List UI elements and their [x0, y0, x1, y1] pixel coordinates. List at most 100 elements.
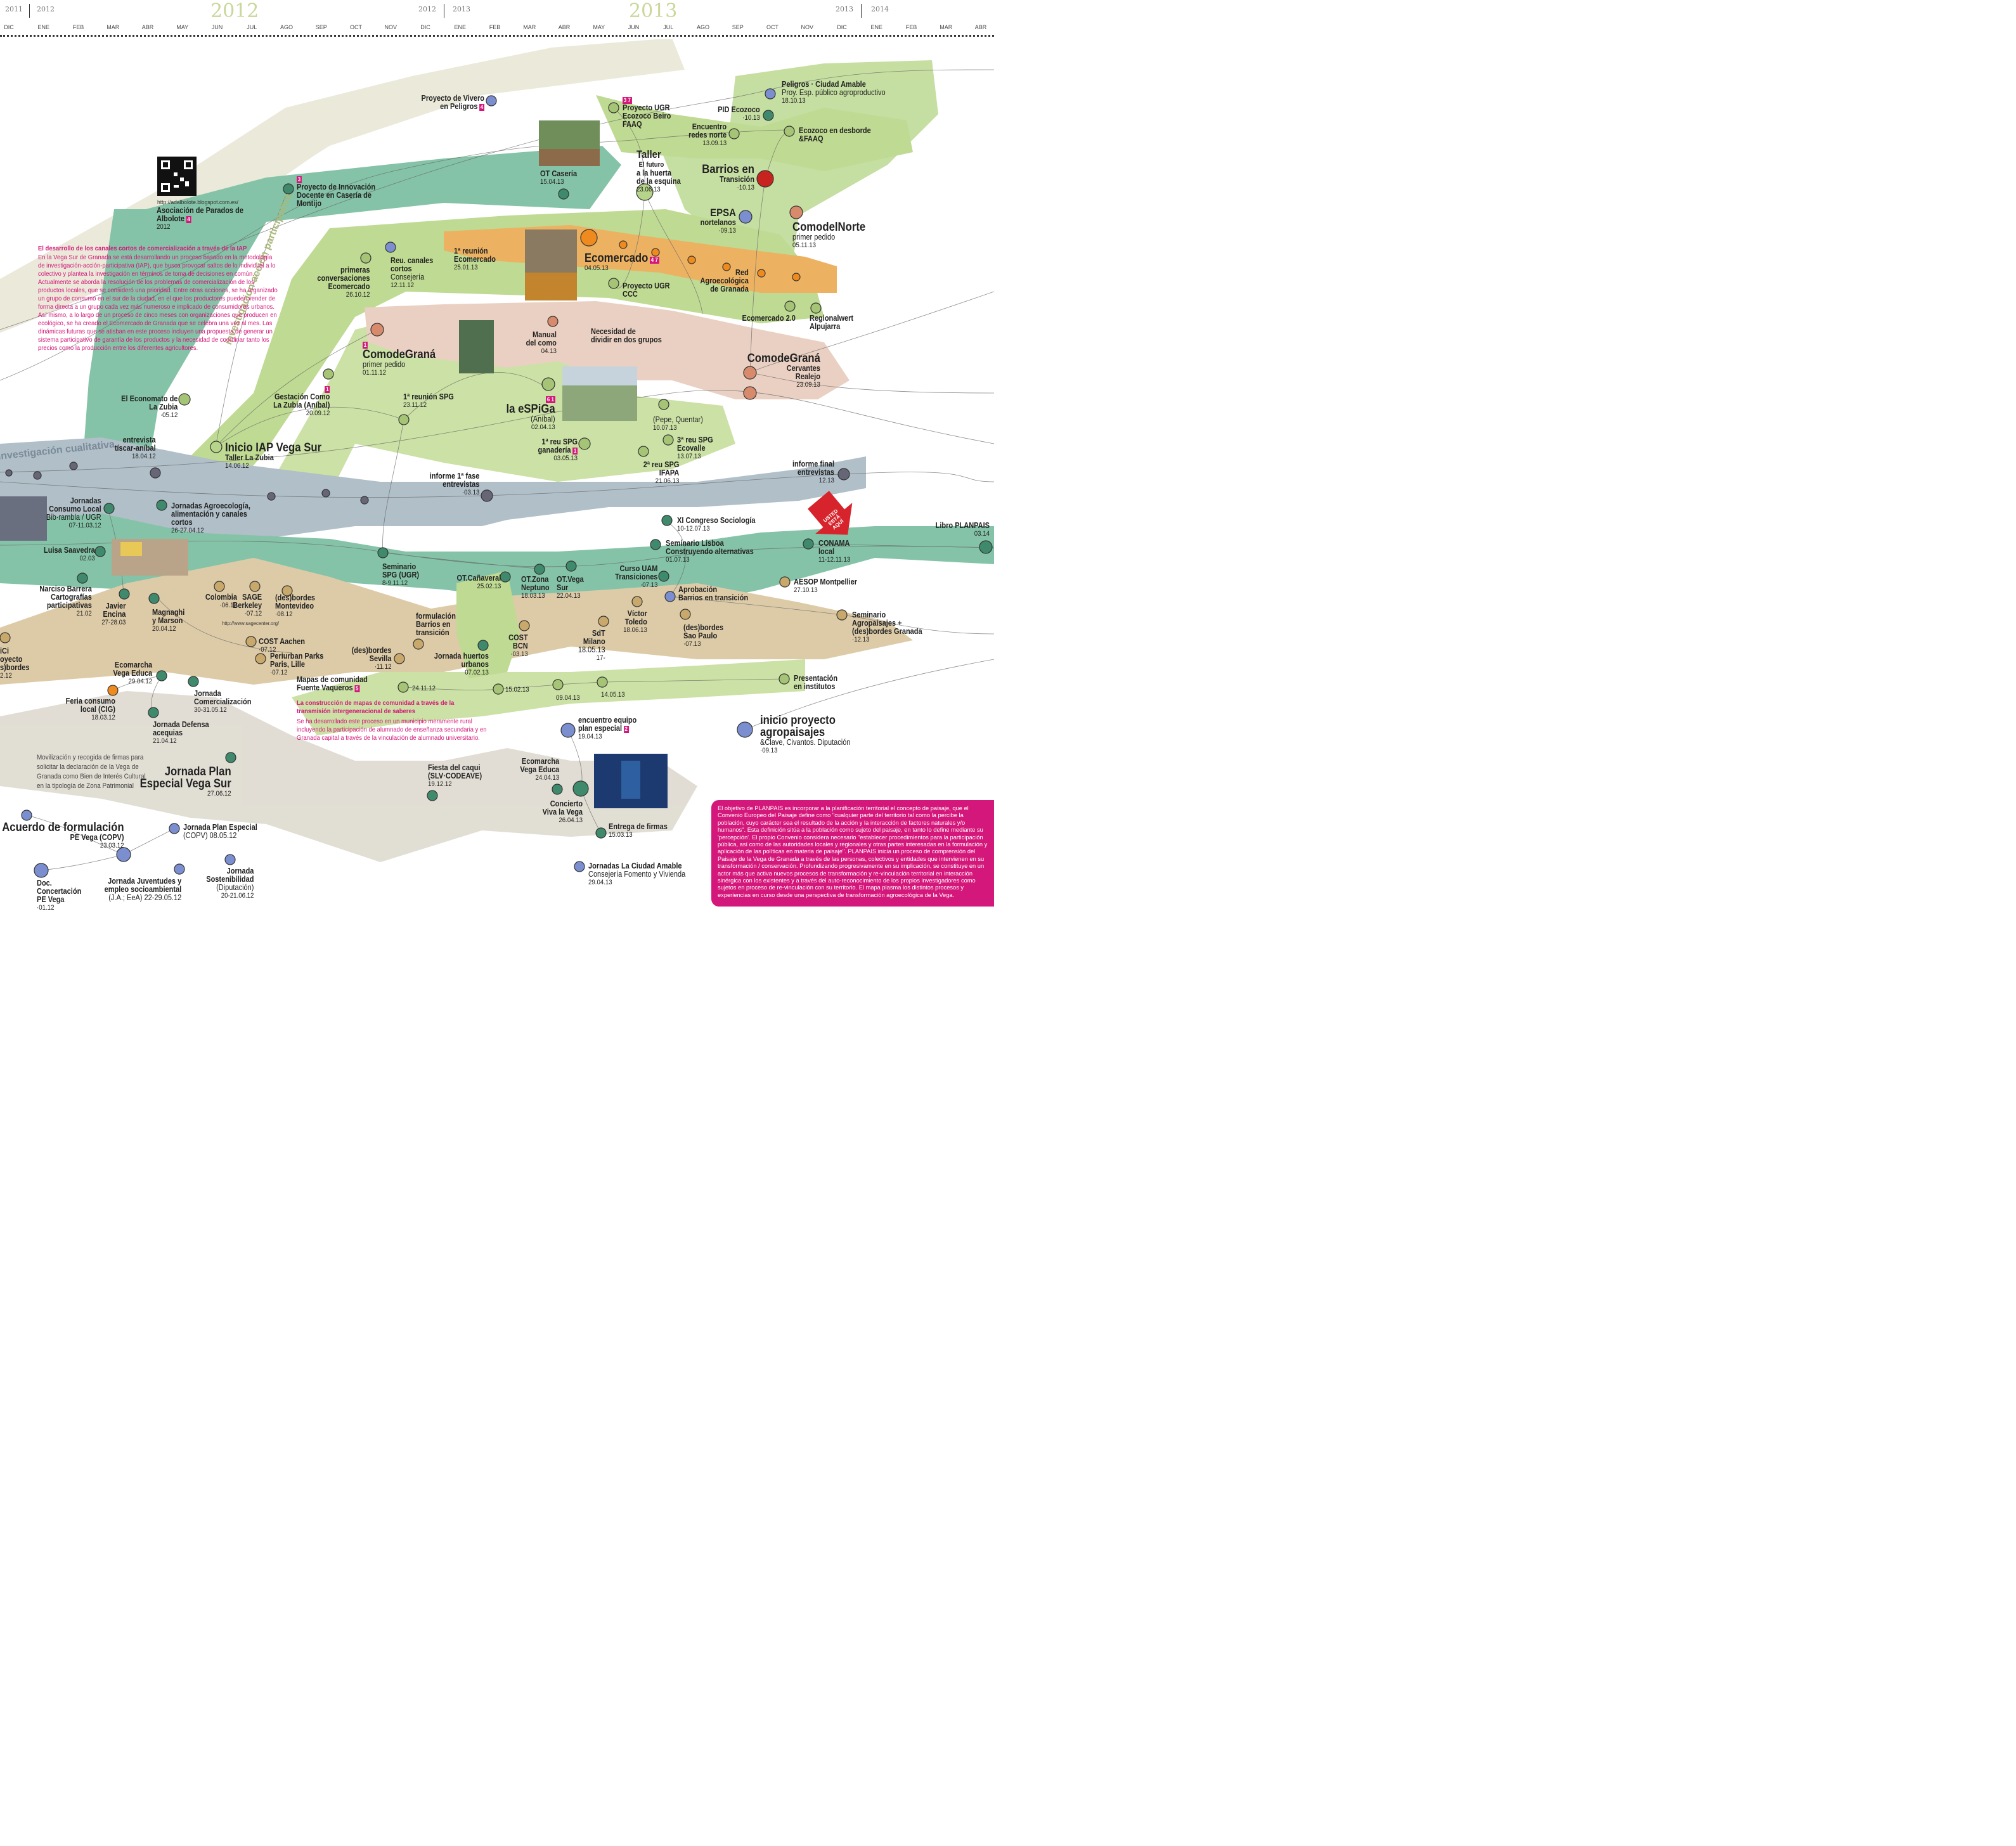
event-d: ·09.13: [718, 227, 736, 235]
node-firmas: [595, 827, 607, 839]
month-tick: FEB: [905, 24, 917, 30]
month-tick: MAR: [107, 24, 120, 30]
event-t2: dividir en dos grupos: [591, 335, 662, 344]
event-d: 26-27.04.12: [171, 527, 204, 534]
month-tick: DIC: [420, 24, 430, 30]
event-d: 19.04.13: [578, 733, 602, 740]
qr-url[interactable]: http://adalbolote.blogspot.com.es/: [157, 199, 238, 206]
event-d: 23.06.13: [636, 186, 661, 193]
node-juventudes: [174, 863, 185, 875]
node-cervantes: [743, 366, 757, 380]
event-t2: (SLV·CODEAVE): [428, 771, 482, 780]
event-t2: Agropaisajes +: [852, 619, 902, 628]
event-s: 18.05.13: [578, 645, 605, 654]
event-t: 3ª reu SPG: [677, 436, 713, 444]
node-reu-ganaderia: [578, 437, 591, 450]
event-t2: Vega Educa: [113, 669, 152, 678]
event-d: ·11.12: [375, 663, 392, 671]
event-badge: 4: [479, 104, 484, 111]
node-vegasur: [565, 560, 577, 572]
month-tick: SEP: [315, 24, 327, 30]
event-s: primer pedido: [363, 360, 406, 369]
node-ecomarcha-2013: [552, 784, 563, 795]
nodes: [0, 88, 993, 878]
node-entrevista-tiscar: [150, 467, 161, 479]
event-t2: Cartografías: [51, 593, 92, 602]
event-d: 27.10.13: [794, 586, 818, 594]
node-agropaisajes: [737, 721, 753, 738]
node-g4: [267, 492, 276, 501]
event-t2: Ecovalle: [677, 444, 706, 453]
big-year-2013: 2013: [629, 0, 678, 22]
usted-aqui-text: USTED ESTÁ AQUÍ: [822, 508, 845, 531]
event-t: 2ª reu SPG: [643, 460, 679, 469]
event-t: EPSA: [710, 207, 736, 219]
node-periurban: [255, 653, 266, 664]
event-t: primeras: [340, 266, 370, 274]
event-t2: CCC: [623, 290, 638, 299]
node-victor-toledo: [631, 596, 643, 607]
event-t: Jornada huertos: [434, 652, 489, 661]
event-t: PID Ecozoco: [718, 105, 760, 114]
sagecenter-url[interactable]: http://www.sagecenter.org/: [222, 620, 280, 626]
event-d: 30-31.05.12: [194, 706, 227, 714]
year-label-2014: 2014: [871, 5, 889, 13]
event-d: 25.01.13: [454, 264, 478, 271]
event-t: Narciso Barrera: [39, 584, 92, 593]
node-quentar: [658, 399, 669, 410]
event-t: ComodeGraná: [363, 348, 436, 361]
event-t2: acequias: [153, 728, 183, 737]
month-tick: ABR: [558, 24, 571, 30]
band-teal-seminarios: [0, 513, 994, 609]
big-year-2012: 2012: [210, 0, 259, 22]
event-t: informe 1ª fase: [429, 472, 479, 481]
band-green-spg: [279, 317, 735, 494]
node-ecomercado: [580, 229, 598, 247]
event-t2: Taller La Zubia: [225, 453, 274, 462]
node-congreso-soc: [661, 515, 673, 526]
month-tick: FEB: [72, 24, 84, 30]
band-green-mapas: [292, 659, 805, 735]
node-sdt-milano: [598, 616, 609, 627]
month-tick: FEB: [489, 24, 501, 30]
event-t2: Comercialización: [194, 697, 252, 706]
event-t: Doc.: [37, 879, 52, 888]
event-d: 03.05.13: [553, 455, 578, 462]
event-t2: Docente en Casería de: [297, 191, 372, 200]
node-g1: [5, 469, 13, 477]
month-tick: MAY: [176, 24, 189, 30]
event-d: 24.04.13: [535, 774, 559, 782]
node-eco2: [651, 248, 660, 257]
event-label: PID Ecozoco·10.13: [718, 106, 760, 122]
node-caqui: [427, 790, 438, 801]
event-t: Entrega de firmas: [609, 822, 668, 831]
event-t: Jornada Plan Especial: [183, 823, 257, 832]
event-t: COST: [508, 633, 528, 642]
event-t: Necesidad de: [591, 327, 636, 336]
event-badge: 3 7: [623, 97, 632, 104]
event-s: (J.A.; EeA) 22-29.05.12: [108, 893, 181, 902]
node-1reu-spg: [398, 414, 410, 425]
event-t: Seminario: [382, 562, 417, 571]
node-reu-canales: [385, 242, 396, 253]
event-d: ·10.13: [742, 114, 760, 122]
node-saopaulo: [680, 609, 691, 620]
event-d: ·07.12: [244, 610, 262, 617]
node-comodelnorte: [789, 205, 803, 219]
bands: [0, 38, 994, 862]
node-innovacion-caseria: [283, 183, 294, 195]
event-t: Jornada: [226, 867, 254, 875]
event-d: ·07.13: [640, 581, 657, 589]
event-t2: del como: [526, 339, 557, 347]
event-d: 21.04.12: [153, 737, 177, 745]
